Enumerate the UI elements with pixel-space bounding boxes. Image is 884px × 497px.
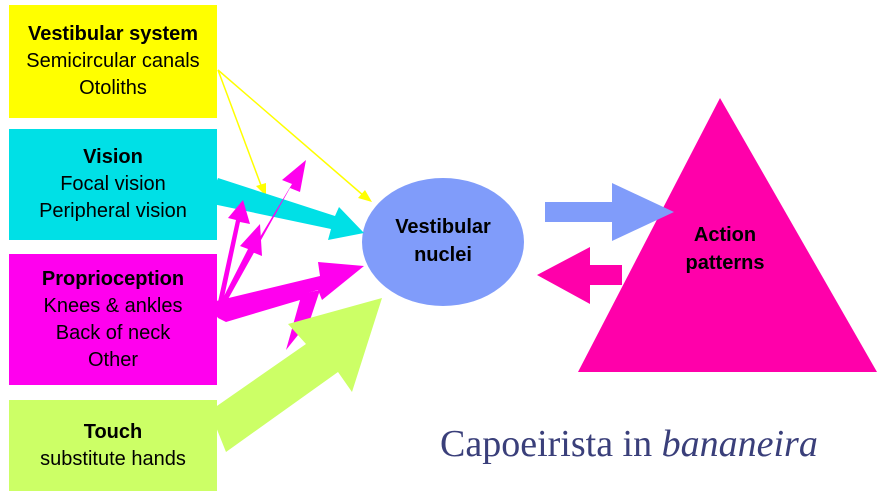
caption: Capoeirista in bananeira <box>440 422 870 466</box>
touch-box: Touch substitute hands <box>9 400 217 491</box>
nuclei-line-1: Vestibular <box>395 216 491 238</box>
action-patterns-triangle <box>578 98 877 372</box>
caption-italic: bananeira <box>661 423 818 465</box>
arrow-touch-to-nuclei <box>214 298 382 452</box>
action-line-1: Action <box>693 224 757 246</box>
proprioception-box: Proprioception Knees & ankles Back of ne… <box>9 254 217 385</box>
arrow-action-to-nuclei <box>537 247 622 304</box>
box-title: Vestibular system <box>27 23 199 45</box>
vision-box: Vision Focal vision Peripheral vision <box>9 129 217 240</box>
box-line: Knees & ankles <box>43 294 183 317</box>
vestibular-nuclei-ellipse <box>362 178 524 306</box>
vestibular-nuclei-label: Vestibular nuclei <box>368 213 518 269</box>
arrow-vision-to-nuclei <box>208 178 364 240</box>
arrow-nuclei-to-action <box>545 183 674 241</box>
nuclei-line-2: nuclei <box>414 244 472 266</box>
box-title: Proprioception <box>41 267 185 290</box>
box-line: Back of neck <box>55 321 171 344</box>
box-line: Focal vision <box>60 173 166 195</box>
arrows-proprioception <box>212 160 364 350</box>
box-title: Touch <box>83 420 143 443</box>
box-line: Other <box>87 348 139 371</box>
caption-plain: Capoeirista in <box>440 423 662 465</box>
box-line: Peripheral vision <box>39 200 187 222</box>
arrows-vestibular <box>217 69 372 202</box>
vestibular-system-box: Vestibular system Semicircular canals Ot… <box>9 5 217 118</box>
box-title: Vision <box>83 146 143 168</box>
box-line: Otoliths <box>79 77 147 99</box>
action-line-2: patterns <box>685 252 765 274</box>
action-patterns-label: Action patterns <box>660 221 790 277</box>
box-line: Semicircular canals <box>26 50 200 72</box>
box-line: substitute hands <box>40 447 186 470</box>
